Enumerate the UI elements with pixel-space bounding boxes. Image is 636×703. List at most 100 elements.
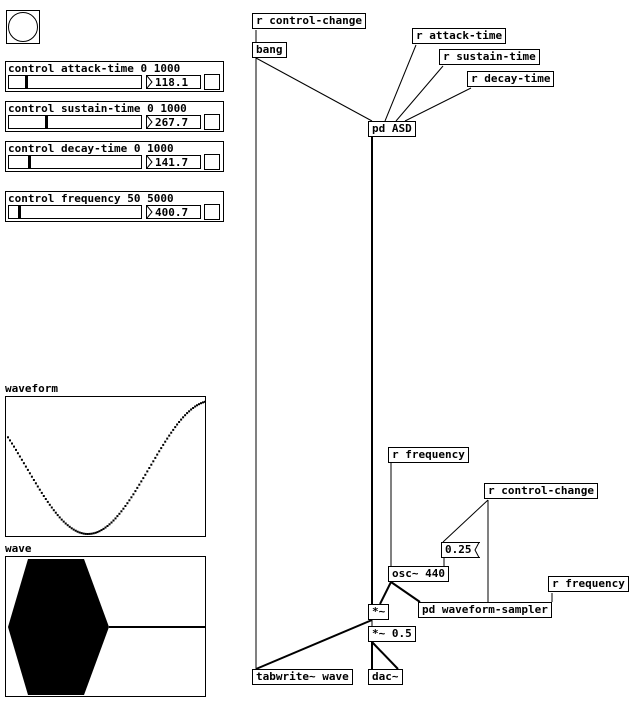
waveform-point (202, 401, 204, 404)
waveform-point (70, 527, 73, 530)
waveform-point (48, 503, 51, 506)
waveform-point (54, 511, 57, 514)
receive-control-change-object[interactable]: r control-change (252, 13, 366, 29)
waveform-point (178, 421, 181, 423)
frequency-number-box[interactable]: 400.7 (146, 205, 201, 219)
waveform-point (52, 509, 55, 512)
waveform-point (198, 403, 200, 406)
control-title: control frequency 50 5000 (8, 192, 174, 205)
waveform-point (32, 479, 35, 481)
waveform-point (150, 463, 153, 466)
waveform-point (168, 434, 171, 437)
waveform-point (120, 510, 123, 513)
waveform-point (144, 473, 147, 476)
waveform-point (20, 458, 23, 461)
waveform-point (134, 490, 137, 493)
waveform-point (28, 472, 31, 475)
waveform-point (118, 512, 121, 515)
tabwrite-object[interactable]: tabwrite~ wave (252, 669, 353, 685)
number-box-notch-icon (147, 156, 153, 168)
frequency-toggle[interactable] (204, 204, 220, 220)
waveform-point (162, 443, 165, 446)
receive-sustain-time-object[interactable]: r sustain-time (439, 49, 540, 65)
waveform-point (104, 526, 107, 529)
waveform-point (22, 462, 25, 465)
receive-frequency-object-2[interactable]: r frequency (548, 576, 629, 592)
waveform-point (98, 530, 101, 533)
slider-knob[interactable] (25, 76, 28, 88)
waveform-plot (7, 400, 205, 535)
bang-object[interactable]: bang (252, 42, 287, 58)
osc-object[interactable]: osc~ 440 (388, 566, 449, 582)
waveform-point (44, 498, 47, 500)
control-title: control attack-time 0 1000 (8, 62, 181, 75)
slider-knob[interactable] (18, 206, 21, 218)
number-box-notch-icon (147, 116, 153, 128)
multiply-signal-object[interactable]: *~ (368, 604, 390, 620)
number-box-notch-icon (147, 76, 153, 88)
receive-frequency-object[interactable]: r frequency (388, 447, 469, 463)
pd-asd-subpatch[interactable]: pd ASD (368, 121, 416, 137)
waveform-point (66, 524, 69, 527)
attack-slider[interactable] (8, 75, 142, 89)
waveform-point (158, 450, 161, 453)
waveform-point (88, 532, 91, 535)
waveform-point (13, 445, 15, 448)
decay-slider[interactable] (8, 155, 142, 169)
waveform-point (90, 532, 93, 535)
waveform-point (116, 515, 119, 518)
waveform-point (200, 402, 202, 405)
waveform-point (80, 532, 83, 535)
slider-knob[interactable] (45, 116, 48, 128)
sustain-toggle[interactable] (204, 114, 220, 130)
sustain-slider[interactable] (8, 115, 142, 129)
decay-number-box[interactable]: 141.7 (146, 155, 201, 169)
waveform-point (160, 447, 163, 450)
waveform-point (24, 465, 27, 468)
waveform-point (142, 477, 145, 480)
wave-array[interactable] (5, 556, 206, 697)
waveform-point (36, 485, 39, 488)
sustain-number-box[interactable]: 267.7 (146, 115, 201, 129)
pd-waveform-sampler-subpatch[interactable]: pd waveform-sampler (418, 602, 552, 618)
waveform-point (114, 517, 117, 520)
attack-toggle[interactable] (204, 74, 220, 90)
waveform-point (46, 500, 49, 503)
waveform-point (100, 529, 103, 532)
waveform-point (102, 527, 105, 530)
dac-object[interactable]: dac~ (368, 669, 403, 685)
waveform-point (124, 505, 127, 507)
waveform-point (172, 428, 175, 431)
waveform-point (9, 439, 11, 442)
waveform-point (190, 408, 193, 411)
waveform-point (86, 533, 89, 535)
waveform-point (132, 493, 135, 496)
waveform-point (138, 483, 141, 486)
message-box-025[interactable]: 0.25 (441, 542, 480, 558)
waveform-point (112, 519, 115, 522)
waveform-array[interactable] (5, 396, 206, 537)
decay-toggle[interactable] (204, 154, 220, 170)
wave-plot (8, 559, 205, 695)
multiply-half-object[interactable]: *~ 0.5 (368, 626, 416, 642)
control-sustain-time: control sustain-time 0 1000 267.7 (5, 101, 224, 132)
control-frequency: control frequency 50 5000 400.7 (5, 191, 224, 222)
waveform-point (56, 514, 59, 517)
waveform-point (96, 531, 99, 534)
waveform-point (78, 531, 81, 534)
number-box-notch-icon (147, 206, 153, 218)
waveform-point (130, 496, 133, 499)
receive-attack-time-object[interactable]: r attack-time (412, 28, 507, 44)
receive-control-change-object-2[interactable]: r control-change (484, 483, 598, 499)
waveform-point (7, 436, 9, 439)
waveform-point (204, 400, 205, 403)
bang-circle-icon (8, 12, 38, 42)
receive-decay-time-object[interactable]: r decay-time (467, 71, 555, 87)
slider-knob[interactable] (28, 156, 31, 168)
control-attack-time: control attack-time 0 1000 118.1 (5, 61, 224, 92)
attack-number-box[interactable]: 118.1 (146, 75, 201, 89)
bang-gui[interactable] (6, 10, 40, 44)
frequency-slider[interactable] (8, 205, 142, 219)
waveform-point (166, 437, 169, 440)
